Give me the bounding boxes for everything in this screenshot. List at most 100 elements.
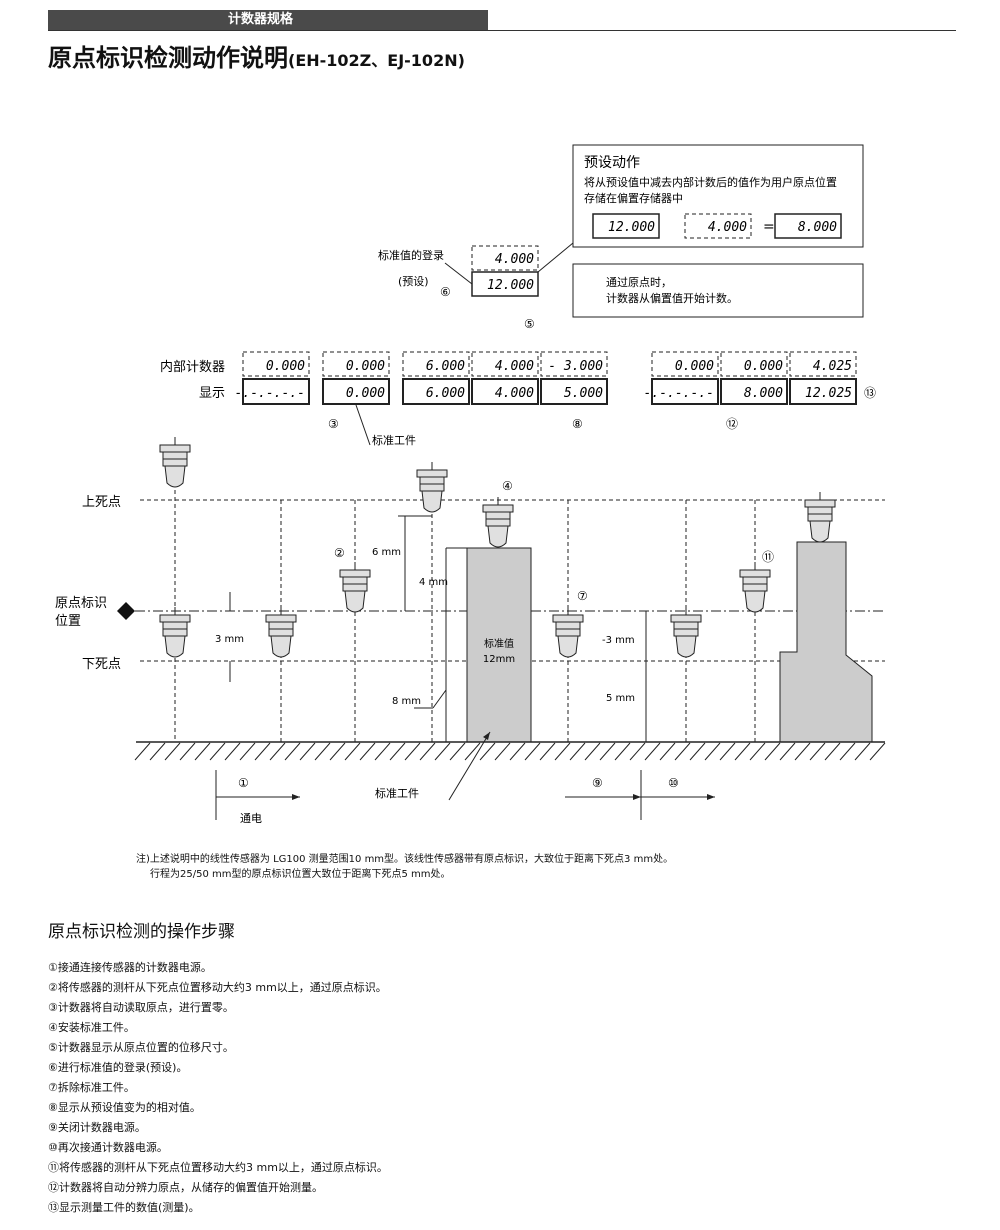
step-item: ②将传感器的测杆从下死点位置移动大约3 mm以上，通过原点标识。 — [48, 981, 387, 994]
register-display: 标准值的登录 (预设) ⑥ 4.000 12.000 ⑤ — [378, 245, 539, 331]
counter-display: 0.000 8.000 — [720, 351, 788, 405]
step-item: ⑬显示测量工件的数值(测量)。 — [48, 1201, 200, 1214]
standard-workpiece — [466, 547, 532, 743]
display-value: -.-.-.-.- — [235, 386, 305, 401]
counter-display: 6.000 6.000 — [402, 351, 470, 405]
step-item: ⑤计数器显示从原点位置的位移尺寸。 — [48, 1041, 234, 1054]
register-label: (预设) — [398, 275, 429, 288]
std-work-label: 标准工件 — [375, 786, 419, 800]
display-value: 8.000 — [744, 386, 783, 401]
std-value-label: 标准值 — [484, 637, 514, 650]
internal-value: 6.000 — [426, 359, 465, 374]
step-marker: ⑬ — [864, 386, 876, 400]
counter-display: 4.000 4.000 — [471, 351, 539, 405]
counter-displays: 0.000-.-.-.-.-0.0000.0006.0006.0004.0004… — [235, 351, 857, 405]
display-value: 0.000 — [346, 386, 385, 401]
preset-value: 8.000 — [798, 220, 837, 235]
bottom-dead-label: 下死点 — [82, 657, 121, 672]
step-marker: ⑥ — [440, 285, 451, 299]
step-item: ⑪将传感器的测杆从下死点位置移动大约3 mm以上，通过原点标识。 — [48, 1161, 388, 1174]
counter-display: 0.000 -.-.-.-.- — [644, 351, 719, 405]
step-item: ⑨关闭计数器电源。 — [48, 1121, 146, 1134]
step-marker: ⑪ — [762, 550, 774, 564]
dimension-label: 3 mm — [215, 634, 244, 645]
title-text: 原点标识检测动作说明 — [48, 44, 288, 72]
display-value: -.-.-.-.- — [644, 386, 714, 401]
dimension-label: -3 mm — [602, 635, 635, 646]
register-value: 12.000 — [487, 278, 534, 293]
pass-text: 计数器从偏置值开始计数。 — [606, 291, 738, 305]
title-models: (EH-102Z、EJ-102N) — [288, 51, 465, 70]
sensor-head-icon — [265, 607, 297, 658]
sensor-head-icon — [416, 462, 448, 513]
internal-value: 0.000 — [266, 359, 305, 374]
register-value: 4.000 — [495, 252, 534, 267]
sensor-head-icon — [159, 437, 191, 488]
sensor-head-icon — [339, 562, 371, 613]
step-marker: ⑦ — [577, 589, 588, 603]
display-value: 5.000 — [564, 386, 603, 401]
preset-desc: 将从预设值中减去内部计数后的值作为用户原点位置 — [584, 175, 837, 189]
dimension-label: 8 mm — [392, 696, 421, 707]
counter-display: 0.000 -.-.-.-.- — [235, 351, 310, 405]
internal-value: 0.000 — [346, 359, 385, 374]
note-line: 行程为25/50 mm型的原点标识位置大致位于距离下死点5 mm处。 — [150, 869, 451, 880]
measured-workpiece — [779, 541, 873, 743]
note-line: 注)上述说明中的线性传感器为 LG100 测量范围10 mm型。该线性传感器带有… — [136, 854, 674, 865]
step-item: ①接通连接传感器的计数器电源。 — [48, 961, 212, 974]
section-bar: 计数器规格 — [48, 10, 488, 30]
sensor-head-icon — [804, 492, 836, 543]
pass-box: 通过原点时， 计数器从偏置值开始计数。 — [572, 263, 864, 318]
register-label: 标准值的登录 — [378, 248, 444, 262]
step-item: ⑩再次接通计数器电源。 — [48, 1141, 168, 1154]
step-marker: ⑧ — [572, 417, 583, 431]
step-marker: ① — [238, 776, 249, 790]
origin-label: 原点标识 — [55, 596, 107, 611]
dimension-label: 6 mm — [372, 547, 401, 558]
step-marker: ⑩ — [668, 776, 679, 790]
step-marker: ⑤ — [524, 317, 535, 331]
std-value-label: 12mm — [483, 654, 515, 665]
internal-value: 0.000 — [744, 359, 783, 374]
step-item: ⑥进行标准值的登录(预设)。 — [48, 1061, 188, 1074]
dimension-label: 5 mm — [606, 693, 635, 704]
sensor-head-icon — [670, 607, 702, 658]
preset-desc: 存储在偏置存储器中 — [584, 191, 683, 205]
divider — [48, 30, 956, 31]
sensor-head-icon — [739, 562, 771, 613]
std-work-label: 标准工件 — [372, 433, 416, 447]
sensor-head-icon — [552, 607, 584, 658]
internal-value: 4.000 — [495, 359, 534, 374]
sensor-head-icon — [159, 607, 191, 658]
origin-diamond-icon — [117, 602, 135, 620]
pass-text: 通过原点时， — [606, 276, 672, 289]
display-value: 12.025 — [805, 386, 852, 401]
step-marker: ⑨ — [592, 776, 603, 790]
top-dead-label: 上死点 — [82, 495, 121, 510]
row-label-internal: 内部计数器 — [160, 359, 225, 375]
row-label-display: 显示 — [199, 386, 225, 401]
preset-title: 预设动作 — [584, 155, 640, 171]
step-item: ⑦拆除标准工件。 — [48, 1081, 135, 1094]
step-marker: ③ — [328, 417, 339, 431]
section-label: 计数器规格 — [228, 12, 294, 27]
origin-label: 位置 — [55, 614, 81, 629]
steps-list: ①接通连接传感器的计数器电源。 ②将传感器的测杆从下死点位置移动大约3 mm以上，… — [48, 958, 388, 1218]
preset-value: 12.000 — [608, 220, 655, 235]
dimension-label: 4 mm — [419, 577, 448, 588]
diagram: 预设动作 将从预设值中减去内部计数后的值作为用户原点位置 存储在偏置存储器中 1… — [55, 144, 886, 825]
step-marker: ④ — [502, 479, 513, 493]
preset-value: 4.000 — [708, 220, 747, 235]
step-item: ④安装标准工件。 — [48, 1021, 135, 1034]
equals: = — [763, 219, 775, 235]
preset-box: 预设动作 将从预设值中减去内部计数后的值作为用户原点位置 存储在偏置存储器中 1… — [572, 144, 864, 248]
display-value: 4.000 — [495, 386, 534, 401]
sensor-head-icon — [482, 497, 514, 548]
display-value: 6.000 — [426, 386, 465, 401]
power-on-label: 通电 — [240, 812, 262, 825]
internal-value: 0.000 — [675, 359, 714, 374]
step-marker: ② — [334, 546, 345, 560]
